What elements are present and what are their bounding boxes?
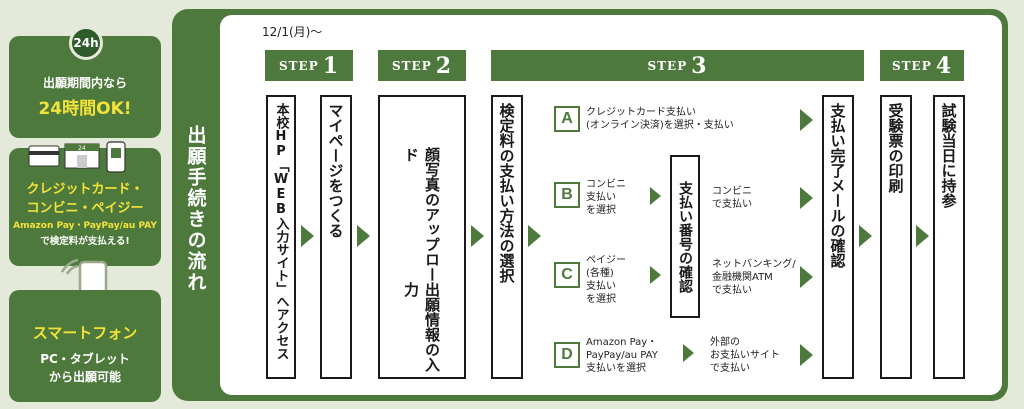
option-c-result: ネットバンキング/ 金融機関ATM で支払い [712, 258, 796, 297]
card2-line3: Amazon Pay・PayPay/au PAY [13, 221, 157, 231]
flow-arrow-icon [528, 225, 541, 247]
option-c-result1: ネットバンキング/ [712, 259, 796, 270]
feature-card-24h: 24h 出願期間内なら 24時間OK! [9, 26, 161, 138]
option-d-result2: お支払いサイト [710, 350, 780, 361]
option-d-line3: 支払いを選択 [586, 363, 646, 374]
option-b-line1: コンビニ [586, 179, 626, 190]
option-b-text: コンビニ 支払い を選択 [586, 178, 626, 217]
flow-arrow-icon [800, 344, 813, 366]
step2-box: 顔写真のアップロード出願情報の入力 [378, 95, 466, 379]
card2-line1: クレジットカード・ [26, 182, 144, 197]
payment-complete-box: 支払い完了メールの確認 [822, 95, 854, 379]
flow-arrow-icon [800, 187, 813, 209]
option-b-result: コンビニ で支払い [712, 185, 752, 211]
flow-arrow-icon [800, 109, 813, 131]
flow-arrow-icon [683, 344, 694, 362]
exam-day-box: 試験当日に持参 [933, 95, 965, 379]
option-c-result3: で支払い [712, 285, 752, 296]
option-d-text: Amazon Pay・ PayPay/au PAY 支払いを選択 [586, 336, 658, 375]
payment-method-box: 検定料の支払い方法の選択 [491, 95, 523, 379]
option-c-result2: 金融機関ATM [712, 272, 773, 283]
option-b-line3: を選択 [586, 205, 616, 216]
24h-badge-icon: 24h [69, 26, 103, 60]
step-number: 4 [935, 52, 953, 79]
option-d-badge: D [554, 342, 580, 368]
flow-arrow-icon [859, 225, 872, 247]
option-c-text: ペイジー (各種) 支払い を選択 [586, 254, 626, 306]
flow-arrow-icon [357, 225, 370, 247]
option-d-result3: で支払い [710, 363, 750, 374]
flow-arrow-icon [471, 225, 484, 247]
flow-arrow-icon [650, 187, 661, 205]
admission-ticket-box: 受験票の印刷 [880, 95, 912, 379]
option-d-line2: PayPay/au PAY [586, 350, 658, 361]
flow-arrow-icon [800, 266, 813, 288]
card2-line2: コンビニ・ペイジー [26, 201, 144, 216]
step-number: 2 [435, 52, 453, 79]
payment-methods-icon: 24 [28, 141, 126, 173]
step-label: STEP [647, 58, 688, 73]
step-label: STEP [278, 58, 319, 73]
option-b-result1: コンビニ [712, 186, 752, 197]
flow-arrow-icon [916, 225, 929, 247]
svg-text:24: 24 [78, 145, 86, 152]
option-b-badge: B [554, 182, 580, 208]
card1-line1: 出願期間内なら [42, 76, 127, 90]
hp-access-box: 本校HP「WEB入力サイト」へアクセス [266, 95, 296, 379]
option-c-line3: 支払い [586, 281, 616, 292]
option-a-line1: クレジットカード支払い [586, 107, 696, 118]
step-label: STEP [391, 58, 432, 73]
option-a-line2: (オンライン決済)を選択・支払い [586, 120, 734, 131]
mypage-box: マイページをつくる [320, 95, 352, 379]
option-c-line4: を選択 [586, 294, 616, 305]
option-c-badge: C [554, 262, 580, 288]
option-d-result1: 外部の [710, 337, 740, 348]
application-input-text: 出願情報の入力 [402, 282, 441, 373]
flow-arrow-icon [650, 266, 661, 284]
option-d-result: 外部の お支払いサイト で支払い [710, 336, 780, 375]
option-a-text: クレジットカード支払い (オンライン決済)を選択・支払い [586, 106, 734, 132]
card3-line3: から出願可能 [48, 370, 121, 384]
feature-card-smartphone: スマートフォン PC・タブレット から出願可能 [9, 290, 161, 402]
step-number: 3 [691, 52, 708, 79]
payment-number-box: 支払い番号の確認 [670, 155, 700, 318]
step-label: STEP [891, 58, 932, 73]
flow-title: 出願手続きの流れ [184, 125, 207, 293]
flow-arrow-icon [301, 225, 314, 247]
card1-line2: 24時間OK! [38, 99, 132, 119]
option-d-line1: Amazon Pay・ [586, 337, 658, 348]
option-c-line1: ペイジー [586, 255, 626, 266]
card2-line4: で検定料が支払える! [40, 236, 130, 247]
feature-card-payment: 24 クレジットカード・ コンビニ・ペイジー Amazon Pay・PayPay… [9, 141, 161, 266]
card3-line2: PC・タブレット [40, 352, 130, 366]
option-a-badge: A [554, 106, 580, 132]
option-b-line2: 支払い [586, 192, 616, 203]
step-number: 1 [322, 52, 340, 79]
start-date: 12/1(月)〜 [262, 25, 323, 39]
option-c-line2: (各種) [586, 268, 614, 279]
option-b-result2: で支払い [712, 199, 752, 210]
photo-upload-text: 顔写真のアップロード [402, 147, 441, 282]
card3-line1: スマートフォン [32, 324, 138, 342]
